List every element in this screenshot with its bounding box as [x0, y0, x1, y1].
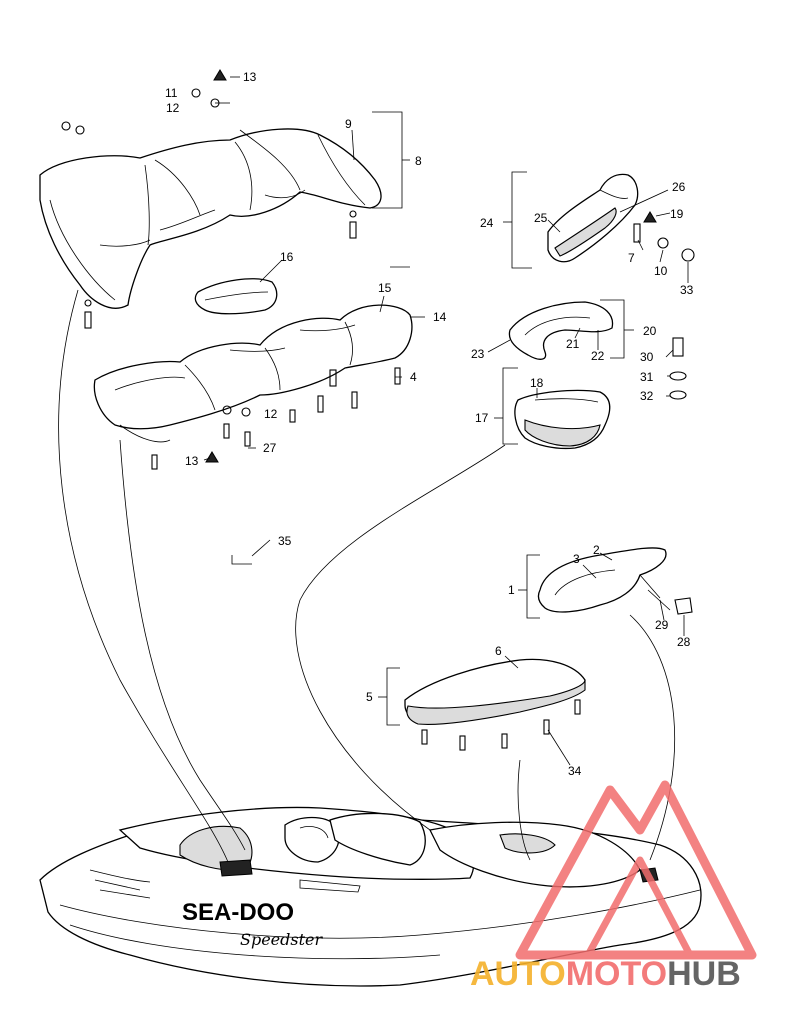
callout-21: 21: [566, 337, 580, 351]
watermark-auto: AUTO: [470, 955, 566, 993]
brackets-leaders: [203, 76, 689, 766]
pad-16: [194, 278, 278, 315]
callout-16: 16: [280, 250, 294, 264]
callout-7: 7: [628, 251, 635, 265]
callout-32: 32: [640, 389, 654, 403]
callout-12-top: 12: [166, 101, 180, 115]
callout-31: 31: [640, 370, 654, 384]
callout-33: 33: [680, 283, 694, 297]
callout-3: 3: [573, 552, 580, 566]
callout-26: 26: [672, 180, 686, 194]
callout-1: 1: [508, 583, 515, 597]
watermark-hub: HUB: [667, 955, 741, 993]
callout-10: 10: [654, 264, 668, 278]
callout-19: 19: [670, 207, 684, 221]
leader-curves: [58, 289, 676, 863]
hull-brand-text: SEA-DOO: [182, 899, 294, 926]
callout-2: 2: [593, 543, 600, 557]
callout-15: 15: [378, 281, 392, 295]
callout-22: 22: [591, 349, 605, 363]
rear-seat-cover: [39, 128, 382, 309]
hull-model-text: Speedster: [240, 930, 323, 949]
callout-20: 20: [643, 324, 657, 338]
callout-28: 28: [677, 635, 691, 649]
callout-29: 29: [655, 618, 669, 632]
callout-6: 6: [495, 644, 502, 658]
watermark-moto: MOTO: [566, 955, 667, 993]
callout-5: 5: [366, 690, 373, 704]
watermark: AUTOMOTOHUB: [470, 780, 757, 993]
grab-handle: [537, 547, 693, 615]
callout-12-mid: 12: [264, 407, 278, 421]
callout-8: 8: [415, 154, 422, 168]
seat-pad-5: [404, 658, 586, 725]
main-seat: [93, 304, 413, 443]
watermark-logo-mark: [515, 780, 757, 960]
callout-9: 9: [345, 117, 352, 131]
callout-34: 34: [568, 764, 582, 778]
callout-13-top: 13: [243, 70, 257, 84]
callout-35: 35: [278, 534, 292, 548]
hardware: [61, 69, 695, 751]
callout-27: 27: [263, 441, 277, 455]
callout-23: 23: [471, 347, 485, 361]
backrest-assembly: [547, 173, 639, 263]
handle-20: [508, 301, 614, 360]
callout-25: 25: [534, 211, 548, 225]
callout-labels: 11 12 13 9 8 16 15 14 4 12 27 13 35 26 2…: [165, 70, 694, 778]
callout-17: 17: [475, 411, 489, 425]
callout-13-mid: 13: [185, 454, 199, 468]
callout-4: 4: [410, 370, 417, 384]
pad-17: [514, 389, 611, 450]
callout-18: 18: [530, 376, 544, 390]
callout-14: 14: [433, 310, 447, 324]
callout-24: 24: [480, 216, 494, 230]
callout-11: 11: [165, 86, 178, 100]
watermark-text: AUTOMOTOHUB: [470, 955, 741, 993]
callout-30: 30: [640, 350, 654, 364]
